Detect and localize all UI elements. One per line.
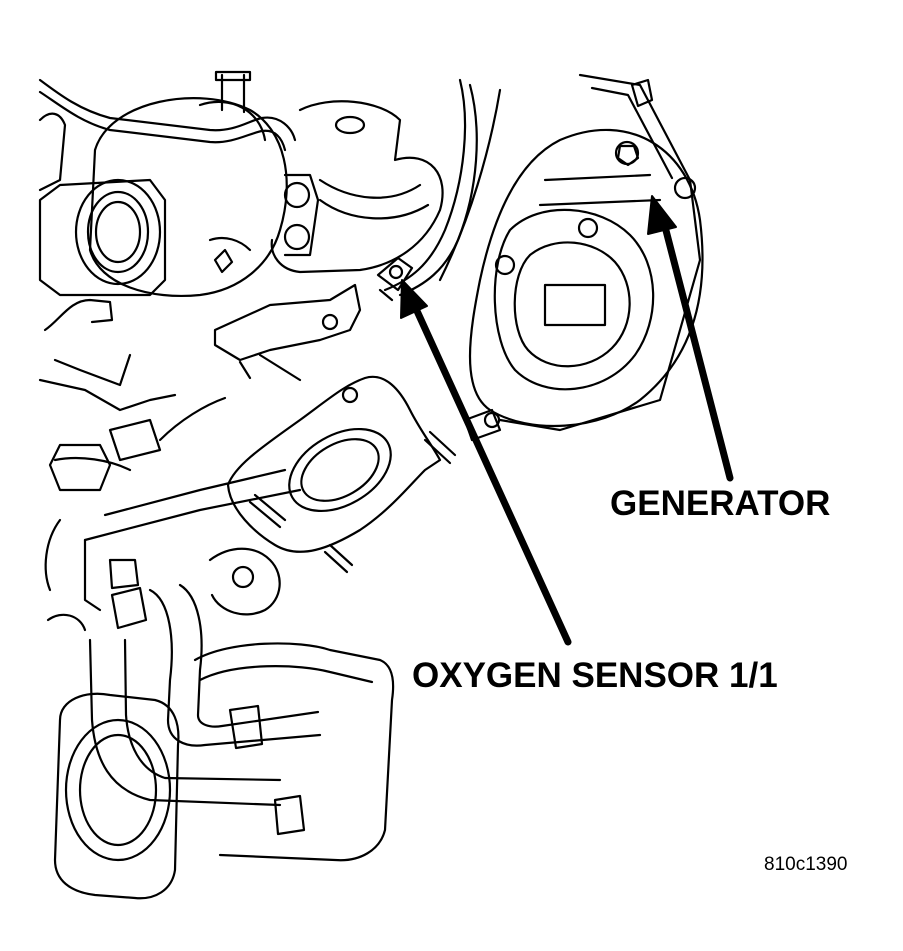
exhaust-elbow [270,78,502,297]
oxygen-sensor-callout-label: OXYGEN SENSOR 1/1 [412,656,778,695]
oxygen-sensor-leader-arrow [400,279,572,646]
figure-id: 810c1390 [764,854,848,875]
exhaust-bracket [213,283,362,382]
left-harness [38,112,302,632]
coolant-tubes [88,583,322,836]
exhaust-flange [226,375,457,574]
oxygen-sensor [376,256,414,302]
generator [463,73,704,442]
turbocharger [38,70,320,297]
generator-leader-arrow [647,195,734,482]
generator-callout-label: GENERATOR [610,484,831,523]
